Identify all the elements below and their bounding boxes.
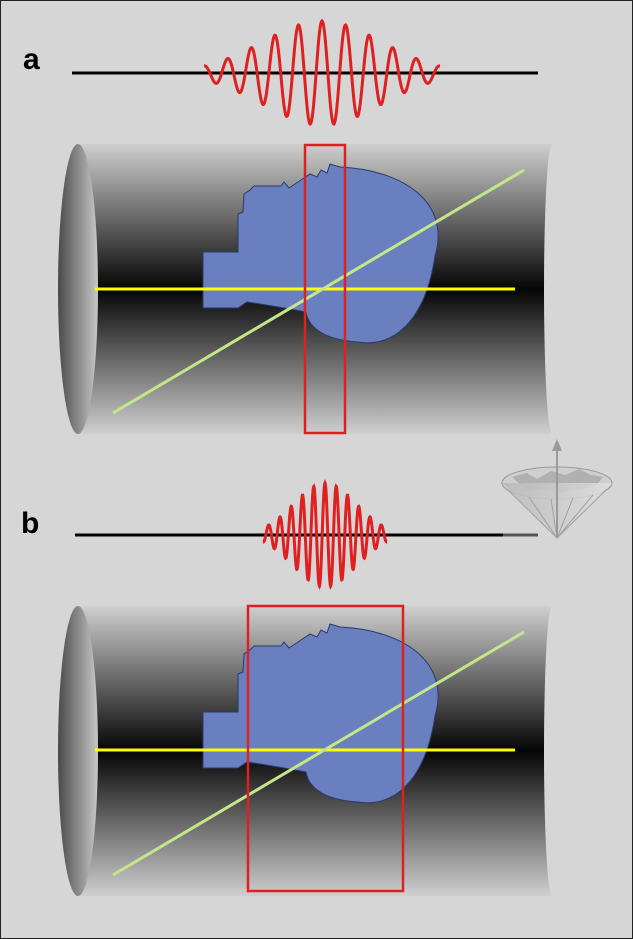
slice-box-a (303, 143, 347, 435)
rf-pulse-a (203, 18, 441, 127)
panel-label-a: a (23, 43, 40, 76)
bore-end-cap-a (58, 144, 98, 434)
slice-box-b (246, 604, 405, 893)
axis-green-a (112, 168, 525, 415)
rf-pulse-b (262, 478, 388, 590)
bore-end-cap-b (58, 606, 98, 896)
panel-b (58, 478, 560, 896)
panel-label-b: b (21, 507, 40, 540)
panel-a (58, 18, 560, 435)
precession-cone-icon (501, 439, 613, 539)
axis-green-b (112, 630, 525, 877)
